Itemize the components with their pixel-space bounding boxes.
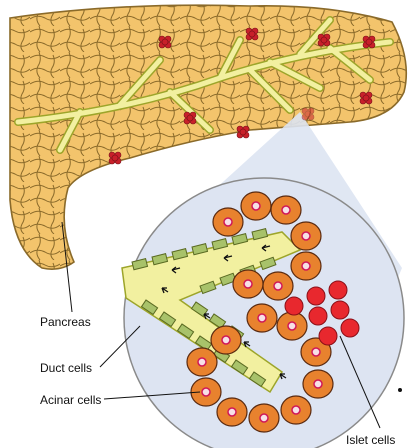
- acinar-cell: [291, 252, 321, 280]
- label-duct-cells: Duct cells: [40, 361, 92, 375]
- acinar-cell: [211, 326, 241, 354]
- magnified-view: [122, 178, 404, 448]
- acinar-cell: [187, 348, 217, 376]
- acinar-cell: [271, 196, 301, 224]
- acinar-cell: [217, 398, 247, 426]
- acinar-cell: [277, 312, 307, 340]
- islet-cluster: [302, 108, 314, 120]
- islet-cluster: [246, 28, 258, 40]
- label-acinar-cells: Acinar cells: [40, 393, 101, 407]
- islet-cluster: [109, 152, 121, 164]
- acinar-cell: [263, 272, 293, 300]
- islet-cluster: [360, 92, 372, 104]
- islet-cluster: [363, 36, 375, 48]
- acinar-cell: [303, 370, 333, 398]
- acinar-cell: [213, 208, 243, 236]
- islet-cluster: [318, 34, 330, 46]
- islet-cluster: [159, 36, 171, 48]
- outline-dot: [398, 388, 402, 392]
- label-islet-cells: Islet cells: [346, 433, 395, 447]
- acinar-cell: [233, 270, 263, 298]
- label-pancreas: Pancreas: [40, 315, 91, 329]
- acinar-cell: [247, 304, 277, 332]
- acinar-cell: [241, 192, 271, 220]
- acinar-cell: [249, 404, 279, 432]
- acinar-cell: [291, 222, 321, 250]
- acinar-cell: [281, 396, 311, 424]
- islet-cluster: [237, 126, 249, 138]
- islet-cluster: [184, 112, 196, 124]
